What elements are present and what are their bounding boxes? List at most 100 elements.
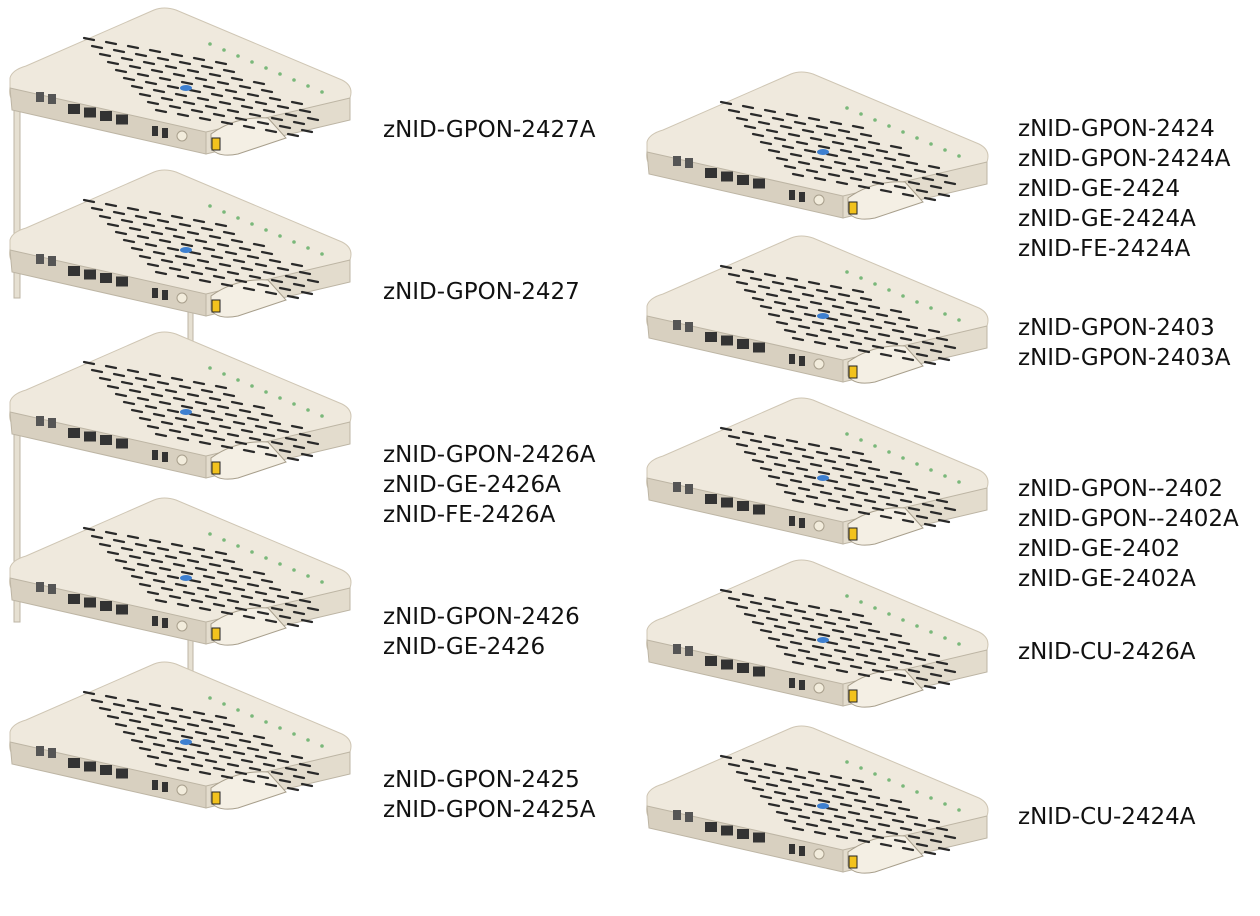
ethernet-port-icon xyxy=(705,332,717,342)
vent-slot xyxy=(166,246,180,252)
vent-slot xyxy=(815,288,829,294)
vent-slot xyxy=(164,554,178,560)
vent-slot xyxy=(292,120,306,126)
vent-slot xyxy=(867,628,881,634)
vent-slot xyxy=(220,610,234,616)
ethernet-port-icon xyxy=(737,339,749,349)
vent-slot xyxy=(795,466,809,472)
vent-slot xyxy=(172,72,186,78)
vent-slot xyxy=(819,652,833,658)
device-label-d5: zNID-GPON-2425 zNID-GPON-2425A xyxy=(383,765,595,825)
vent-slot xyxy=(775,810,789,816)
vent-slot xyxy=(773,300,787,306)
device-image-d8 xyxy=(643,397,995,548)
vent-slot xyxy=(168,758,182,764)
vent-slot xyxy=(254,262,268,268)
vent-slot xyxy=(270,440,284,446)
vent-slot xyxy=(224,88,238,94)
vent-slot xyxy=(222,558,236,564)
vent-slot xyxy=(863,826,877,832)
vent-slot xyxy=(871,180,885,186)
vent-slot xyxy=(905,648,919,654)
model-name: zNID-FE-2426A xyxy=(383,502,556,528)
vent-slot xyxy=(817,632,831,638)
vent-slot xyxy=(891,164,905,170)
vent-slot xyxy=(839,148,853,154)
vent-slot xyxy=(262,270,276,276)
vent-slot xyxy=(841,168,855,174)
vent-slot xyxy=(749,600,763,606)
vent-slot xyxy=(757,446,771,452)
vent-slot xyxy=(901,356,915,362)
vent-slot xyxy=(771,442,785,448)
vent-slot xyxy=(120,218,134,224)
vent-slot xyxy=(126,534,140,540)
vent-slot xyxy=(198,278,212,284)
vent-slot xyxy=(827,498,841,504)
model-name: zNID-GE-2402A xyxy=(1018,566,1196,592)
ethernet-port-icon xyxy=(721,825,733,836)
vent-slot xyxy=(743,778,757,784)
vent-slot xyxy=(82,526,96,532)
vent-slot xyxy=(248,112,262,118)
vent-slot xyxy=(899,498,913,504)
vent-slot xyxy=(727,272,741,278)
power-jack-icon xyxy=(176,130,188,142)
vent-slot xyxy=(212,766,226,772)
vent-slot xyxy=(943,834,957,840)
vent-slot xyxy=(196,96,210,102)
vent-slot xyxy=(781,632,795,638)
vent-slot xyxy=(783,164,797,170)
vent-slot xyxy=(791,826,805,832)
model-name: zNID-GE-2402 xyxy=(1018,536,1181,562)
vent-slot xyxy=(805,332,819,338)
vent-slot xyxy=(849,502,863,508)
vent-slot xyxy=(106,384,120,390)
vent-slot xyxy=(735,280,749,286)
vent-slot xyxy=(883,482,897,488)
vent-slot xyxy=(943,180,957,186)
vent-slot xyxy=(807,442,821,448)
status-led-icon xyxy=(292,402,296,406)
vent-slot xyxy=(827,826,841,832)
vent-slot xyxy=(136,396,150,402)
vent-slot xyxy=(741,592,755,598)
router-illustration xyxy=(9,7,352,384)
vent-slot xyxy=(178,384,192,390)
vent-slot xyxy=(871,344,885,350)
status-led-icon xyxy=(278,234,282,238)
ethernet-port-icon xyxy=(100,273,112,283)
brand-logo-icon xyxy=(817,149,829,155)
ethernet-port-icon xyxy=(753,832,765,843)
vent-slot xyxy=(829,446,843,452)
vent-slot xyxy=(112,48,126,54)
vent-slot xyxy=(891,818,905,824)
vent-slot xyxy=(827,660,841,666)
vent-slot xyxy=(112,210,126,216)
vent-slot xyxy=(773,790,787,796)
vent-slot xyxy=(849,830,863,836)
vent-slot xyxy=(286,622,300,628)
vent-slot xyxy=(935,336,949,342)
ethernet-port-icon xyxy=(705,494,717,504)
vent-slot xyxy=(234,606,248,612)
vent-slot xyxy=(166,574,180,580)
vent-slot xyxy=(897,316,911,322)
status-led-icon xyxy=(250,60,254,64)
vent-slot xyxy=(861,152,875,158)
vent-slot xyxy=(719,426,733,432)
vent-slot xyxy=(861,478,875,484)
vent-slot xyxy=(749,438,763,444)
vent-slot xyxy=(863,336,877,342)
vent-slot xyxy=(166,408,180,414)
vent-slot xyxy=(150,722,164,728)
vent-slot xyxy=(90,368,104,374)
vent-slot xyxy=(793,774,807,780)
vent-slot xyxy=(831,304,845,310)
vent-slot xyxy=(891,490,905,496)
vent-slot xyxy=(913,332,927,338)
vent-slot xyxy=(901,680,915,686)
device-image-d1 xyxy=(6,7,358,384)
vent-slot xyxy=(246,416,260,422)
vent-slot xyxy=(254,754,268,760)
